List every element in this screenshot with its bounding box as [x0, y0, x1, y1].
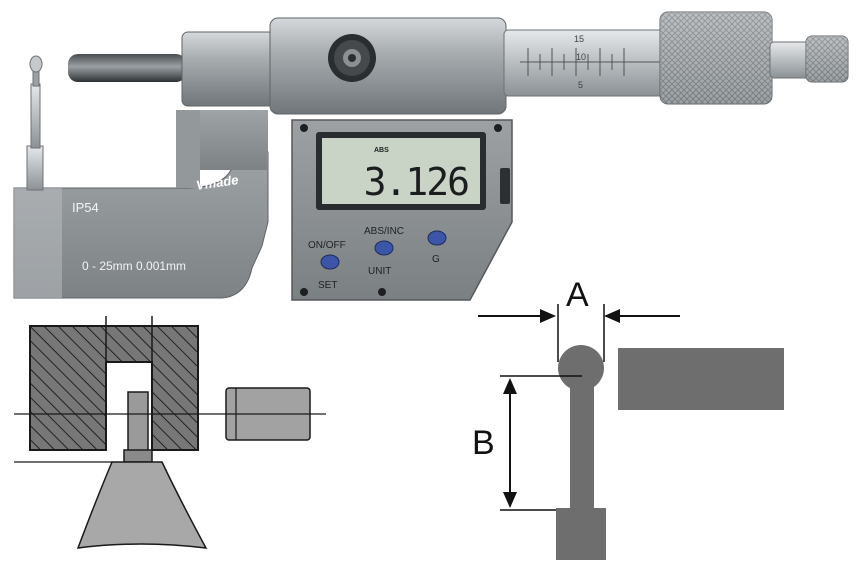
lcd-mode-label: ABS: [374, 147, 389, 154]
on-off-label: ON/OFF: [308, 240, 346, 251]
hold-label: G: [432, 254, 440, 265]
ip-rating-text: IP54: [72, 200, 99, 215]
ball-holder: [556, 508, 606, 560]
ratchet-stop[interactable]: [769, 35, 849, 83]
unit-label: UNIT: [368, 266, 391, 277]
lcd-reading: 3.126: [364, 160, 469, 204]
jaw-block: [618, 348, 784, 410]
scale-mark-10: 10: [576, 52, 586, 62]
micrometer-frame: [13, 151, 269, 299]
dimension-b-label: B: [472, 424, 495, 462]
hatched-workpiece: [29, 325, 199, 451]
abs-inc-label: ABS/INC: [364, 226, 404, 237]
scale-mark-5: 5: [578, 80, 583, 90]
hold-button[interactable]: [427, 230, 447, 246]
diagram-anvil-base: [76, 461, 208, 549]
range-text: 0 - 25mm 0.001mm: [82, 259, 186, 273]
ball-tip: [558, 345, 604, 391]
ball-stem: [570, 380, 594, 512]
lock-knob-icon[interactable]: [328, 34, 376, 82]
ball-anvil-diagram: A B: [472, 276, 784, 560]
scale-mark-15: 15: [574, 34, 584, 44]
on-off-button[interactable]: [320, 254, 340, 270]
spindle-rod: [68, 54, 186, 82]
abs-inc-button[interactable]: [374, 240, 394, 256]
dimension-a-label: A: [566, 276, 589, 314]
lcd-screen: [322, 138, 480, 204]
anvil-pin: [26, 55, 44, 191]
set-label: SET: [318, 280, 337, 291]
brand-logo: Vmade: [195, 172, 239, 193]
tube-wall-diagram: [14, 316, 326, 549]
spindle-housing: [181, 31, 275, 107]
